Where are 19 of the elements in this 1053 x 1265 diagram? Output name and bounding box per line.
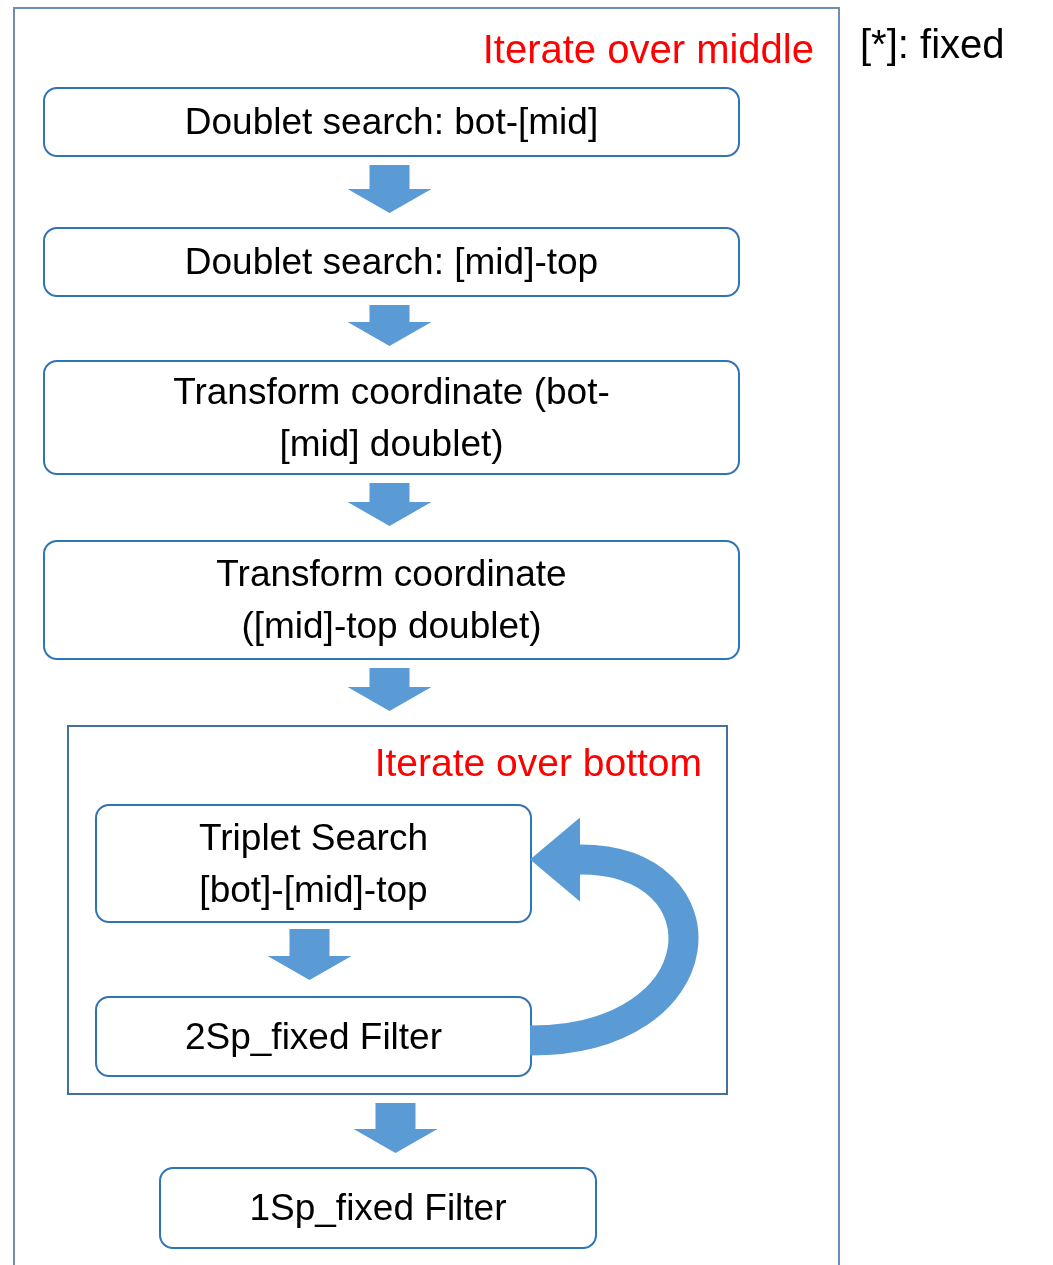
process-box: Transform coordinate ([mid]-top doublet): [43, 540, 740, 660]
loop-frame: [13, 7, 840, 1265]
loop-label: Iterate over middle: [482, 29, 814, 69]
process-box: Triplet Search [bot]-[mid]-top: [95, 804, 532, 923]
block-arrow: [347, 165, 432, 213]
block-arrow: [528, 817, 698, 1056]
block-arrow: [347, 305, 432, 346]
process-box: 1Sp_fixed Filter: [159, 1167, 597, 1249]
process-box: Doublet search: [mid]-top: [43, 227, 740, 297]
loop-frame: [67, 725, 728, 1095]
loop-label: Iterate over bottom: [374, 743, 702, 782]
process-box: Doublet search: bot-[mid]: [43, 87, 740, 157]
block-arrow: [267, 929, 352, 980]
process-box: Transform coordinate (bot-[mid] doublet): [43, 360, 740, 475]
block-arrow: [347, 483, 432, 526]
block-arrow: [347, 668, 432, 711]
note-text: [*]: fixed: [860, 24, 1005, 64]
process-box: 2Sp_fixed Filter: [95, 996, 532, 1077]
block-arrow: [353, 1103, 438, 1153]
